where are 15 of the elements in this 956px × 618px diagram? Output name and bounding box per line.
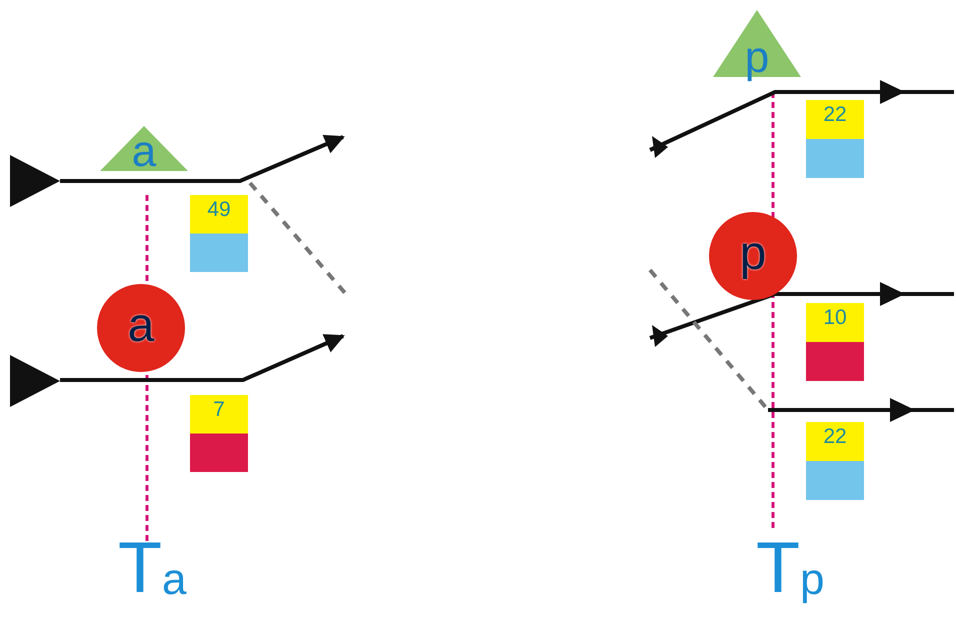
- count-card: [190, 395, 248, 472]
- count-card: [806, 303, 864, 381]
- count-number: 22: [822, 103, 848, 127]
- count-number: 10: [822, 306, 848, 330]
- count-card: [806, 100, 864, 178]
- count-card: [806, 422, 864, 500]
- triangle-marker: [100, 126, 188, 171]
- marker-letter: p: [744, 33, 770, 83]
- count-number: 7: [212, 398, 226, 422]
- count-number: 49: [206, 198, 232, 222]
- marker-letter: a: [130, 127, 158, 177]
- count-number: 22: [822, 425, 848, 449]
- count-card: [190, 195, 248, 272]
- marker-letter: p: [738, 226, 768, 281]
- marker-letter: a: [126, 298, 156, 353]
